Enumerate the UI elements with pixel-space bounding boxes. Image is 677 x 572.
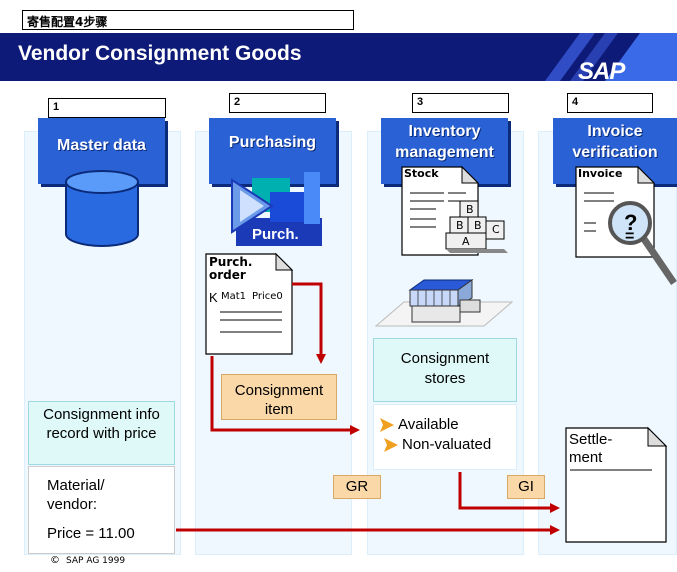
available-label: Available (398, 416, 459, 433)
purchase-order-price: Price0 (252, 291, 283, 302)
header-master-data-label: Master data (57, 137, 146, 154)
title-banner (0, 33, 677, 81)
settlement-label: Settle- ment (569, 431, 613, 466)
stock-document-title: Stock (404, 167, 439, 180)
step-number-1: 1 (48, 98, 166, 118)
stock-status-box (373, 404, 517, 470)
invoice-document-icon (575, 165, 677, 285)
non-valuated-label: Non-valuated (402, 436, 492, 453)
settlement-document-icon (565, 426, 668, 543)
gr-label: GR (345, 478, 369, 495)
header-inventory-label: Inventory management (395, 123, 494, 161)
gr-badge: GR (333, 475, 381, 499)
consignment-item-box: Consignment item (221, 374, 337, 420)
stock-box-label-5: A (462, 235, 470, 248)
purchasing-icon-label: Purch. (252, 226, 299, 243)
gi-label: GI (518, 478, 534, 495)
material-vendor-box (28, 466, 175, 554)
equals-icon: = (625, 228, 635, 245)
header-purchasing-label: Purchasing (228, 134, 317, 151)
question-mark-icon: ? (624, 210, 638, 235)
database-icon (65, 170, 139, 247)
material-vendor-label: Material/ vendor: (47, 477, 105, 513)
invoice-document-title: Invoice (578, 167, 623, 180)
consignment-stores-box: Consignment stores (373, 338, 517, 402)
step-number-3: 3 (412, 93, 509, 113)
step-number-4: 4 (567, 93, 653, 113)
stock-box-label-2: B (456, 219, 464, 232)
top-caption: 寄售配置4步骤 (22, 10, 354, 30)
stock-box-label-1: B (466, 203, 474, 216)
stock-box-label-3: B (474, 219, 482, 232)
info-record-box: Consignment info record with price (28, 401, 175, 465)
consignment-item-label: Consignment item (234, 382, 324, 418)
arrow-bullet-icon (384, 438, 398, 452)
purchase-order-k: K (209, 290, 218, 305)
gi-badge: GI (507, 475, 545, 499)
header-invoice-label: Invoice verification (572, 123, 658, 161)
sap-logo: SAP (578, 58, 625, 85)
step-number-2: 2 (229, 93, 326, 113)
copyright-symbol-icon: © (50, 555, 60, 566)
purchase-order-icon (205, 252, 294, 355)
stock-document-icon (401, 165, 508, 256)
purchase-order-title: Purch. order (209, 255, 253, 282)
stock-box-label-4: C (492, 223, 500, 236)
info-record-label: Consignment info record with price (43, 406, 160, 442)
warehouse-icon (374, 279, 514, 327)
page-title: Vendor Consignment Goods (18, 42, 302, 65)
purchase-order-mat: Mat1 (221, 291, 247, 302)
copyright-text: SAP AG 1999 (66, 556, 126, 566)
price-label: Price = 11.00 (47, 525, 135, 542)
consignment-stores-label: Consignment stores (400, 350, 490, 387)
purchasing-icon (231, 172, 322, 246)
arrow-bullet-icon (380, 418, 394, 432)
